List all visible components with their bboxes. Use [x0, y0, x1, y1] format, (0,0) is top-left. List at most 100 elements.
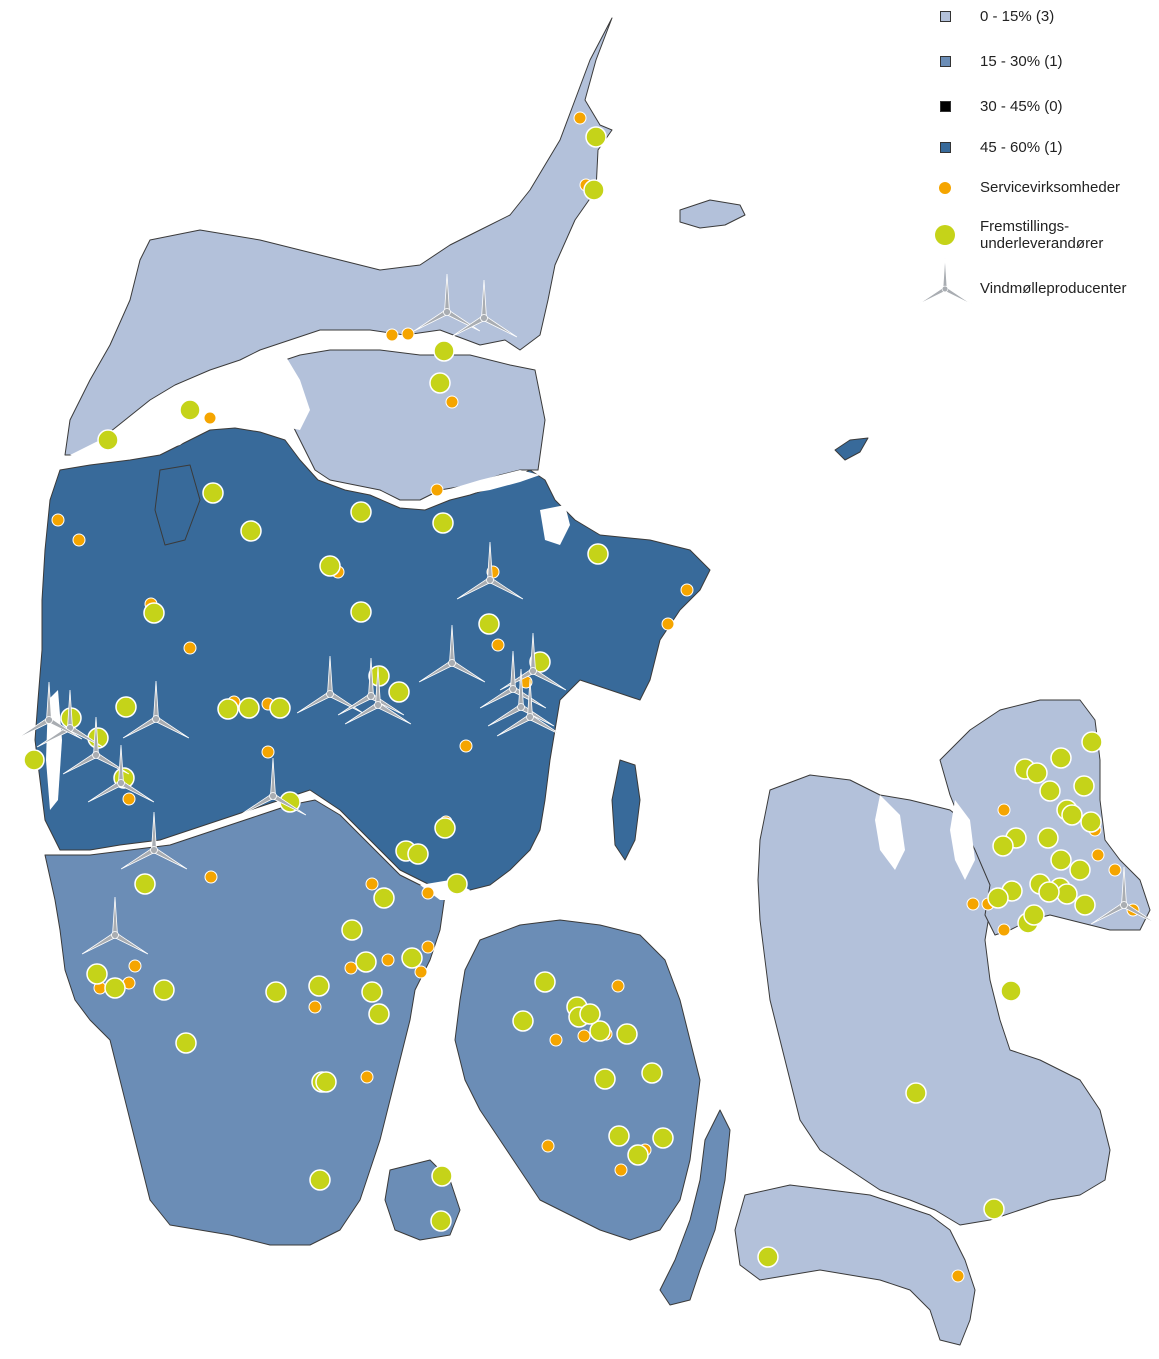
- turbine-marker[interactable]: [81, 896, 149, 956]
- service-point[interactable]: [661, 617, 675, 631]
- service-point[interactable]: [51, 513, 65, 527]
- service-point[interactable]: [997, 803, 1011, 817]
- turbine-marker[interactable]: [296, 655, 364, 715]
- manufacturing-point[interactable]: [86, 963, 108, 985]
- turbine-marker[interactable]: [15, 681, 83, 741]
- manufacturing-point[interactable]: [608, 1125, 630, 1147]
- manufacturing-point[interactable]: [23, 749, 45, 771]
- manufacturing-point[interactable]: [434, 817, 456, 839]
- service-point[interactable]: [344, 961, 358, 975]
- manufacturing-point[interactable]: [240, 520, 262, 542]
- manufacturing-point[interactable]: [534, 971, 556, 993]
- manufacturing-point[interactable]: [579, 1003, 601, 1025]
- manufacturing-point[interactable]: [587, 543, 609, 565]
- manufacturing-point[interactable]: [987, 887, 1009, 909]
- manufacturing-point[interactable]: [430, 1210, 452, 1232]
- service-point[interactable]: [204, 870, 218, 884]
- manufacturing-point[interactable]: [594, 1068, 616, 1090]
- manufacturing-point[interactable]: [97, 429, 119, 451]
- manufacturing-point[interactable]: [269, 697, 291, 719]
- samso-island[interactable]: [611, 759, 641, 861]
- manufacturing-point[interactable]: [1061, 804, 1083, 826]
- manufacturing-point[interactable]: [309, 1169, 331, 1191]
- service-point[interactable]: [122, 792, 136, 806]
- manufacturing-point[interactable]: [175, 1032, 197, 1054]
- manufacturing-point[interactable]: [134, 873, 156, 895]
- manufacturing-point[interactable]: [478, 613, 500, 635]
- manufacturing-point[interactable]: [217, 698, 239, 720]
- manufacturing-point[interactable]: [1000, 980, 1022, 1002]
- manufacturing-point[interactable]: [1073, 775, 1095, 797]
- service-point[interactable]: [401, 327, 415, 341]
- service-point[interactable]: [966, 897, 980, 911]
- service-point[interactable]: [680, 583, 694, 597]
- service-point[interactable]: [573, 111, 587, 125]
- manufacturing-point[interactable]: [1038, 881, 1060, 903]
- manufacturing-point[interactable]: [433, 340, 455, 362]
- manufacturing-point[interactable]: [432, 512, 454, 534]
- manufacturing-point[interactable]: [1023, 904, 1045, 926]
- manufacturing-point[interactable]: [431, 1165, 453, 1187]
- manufacturing-point[interactable]: [652, 1127, 674, 1149]
- manufacturing-point[interactable]: [583, 179, 605, 201]
- manufacturing-point[interactable]: [341, 919, 363, 941]
- manufacturing-point[interactable]: [350, 601, 372, 623]
- turbine-marker[interactable]: [418, 624, 486, 684]
- service-point[interactable]: [541, 1139, 555, 1153]
- service-point[interactable]: [414, 965, 428, 979]
- service-point[interactable]: [128, 959, 142, 973]
- manufacturing-point[interactable]: [627, 1144, 649, 1166]
- turbine-marker[interactable]: [87, 744, 155, 804]
- service-point[interactable]: [577, 1029, 591, 1043]
- turbine-marker[interactable]: [456, 541, 524, 601]
- service-point[interactable]: [308, 1000, 322, 1014]
- manufacturing-point[interactable]: [202, 482, 224, 504]
- manufacturing-point[interactable]: [315, 1071, 337, 1093]
- region-midtjylland[interactable]: [34, 427, 711, 891]
- anholt-island[interactable]: [834, 437, 869, 461]
- turbine-marker[interactable]: [496, 678, 564, 738]
- manufacturing-point[interactable]: [179, 399, 201, 421]
- service-point[interactable]: [421, 940, 435, 954]
- manufacturing-point[interactable]: [589, 1020, 611, 1042]
- manufacturing-point[interactable]: [373, 887, 395, 909]
- service-point[interactable]: [381, 953, 395, 967]
- service-point[interactable]: [183, 641, 197, 655]
- turbine-marker[interactable]: [1090, 866, 1158, 926]
- service-point[interactable]: [549, 1033, 563, 1047]
- turbine-marker[interactable]: [120, 811, 188, 871]
- manufacturing-point[interactable]: [153, 979, 175, 1001]
- service-point[interactable]: [997, 923, 1011, 937]
- manufacturing-point[interactable]: [115, 696, 137, 718]
- service-point[interactable]: [261, 745, 275, 759]
- service-point[interactable]: [421, 886, 435, 900]
- manufacturing-point[interactable]: [1026, 762, 1048, 784]
- manufacturing-point[interactable]: [585, 126, 607, 148]
- service-point[interactable]: [1108, 863, 1122, 877]
- manufacturing-point[interactable]: [1056, 883, 1078, 905]
- service-point[interactable]: [430, 483, 444, 497]
- manufacturing-point[interactable]: [641, 1062, 663, 1084]
- manufacturing-point[interactable]: [308, 975, 330, 997]
- service-point[interactable]: [491, 638, 505, 652]
- turbine-marker[interactable]: [122, 680, 190, 740]
- manufacturing-point[interactable]: [401, 947, 423, 969]
- laeso-island[interactable]: [679, 199, 746, 229]
- manufacturing-point[interactable]: [429, 372, 451, 394]
- manufacturing-point[interactable]: [361, 981, 383, 1003]
- manufacturing-point[interactable]: [512, 1010, 534, 1032]
- turbine-marker[interactable]: [450, 279, 518, 339]
- turbine-marker[interactable]: [344, 666, 412, 726]
- manufacturing-point[interactable]: [905, 1082, 927, 1104]
- manufacturing-point[interactable]: [983, 1198, 1005, 1220]
- service-point[interactable]: [614, 1163, 628, 1177]
- service-point[interactable]: [611, 979, 625, 993]
- service-point[interactable]: [445, 395, 459, 409]
- manufacturing-point[interactable]: [143, 602, 165, 624]
- manufacturing-point[interactable]: [1081, 731, 1103, 753]
- manufacturing-point[interactable]: [104, 977, 126, 999]
- service-point[interactable]: [365, 877, 379, 891]
- manufacturing-point[interactable]: [446, 873, 468, 895]
- manufacturing-point[interactable]: [616, 1023, 638, 1045]
- mors-island[interactable]: [154, 464, 201, 546]
